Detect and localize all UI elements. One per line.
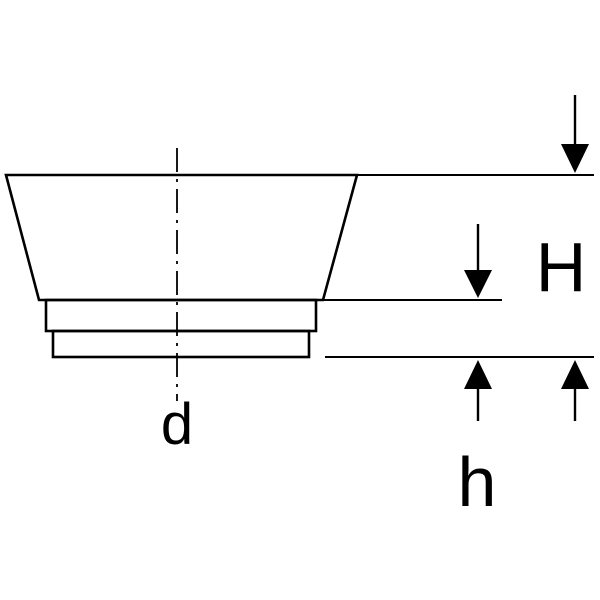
label-overall-height: H (536, 228, 587, 306)
label-base-height: h (458, 443, 497, 521)
arrow-up-right-head (561, 360, 589, 389)
arrow-down-middle-head (464, 270, 492, 298)
part-upper-band (44, 298, 318, 333)
arrow-up-left-head (464, 360, 492, 389)
arrow-down-icon-top (561, 95, 589, 173)
label-diameter: d (161, 392, 193, 457)
arrow-down-icon-middle (464, 224, 492, 298)
arrow-up-icon-right (561, 360, 589, 421)
arrow-up-icon-left (464, 360, 492, 421)
part-lower-band (51, 329, 311, 359)
arrow-down-top-head (561, 144, 589, 173)
part-tapered-body (4, 173, 359, 302)
